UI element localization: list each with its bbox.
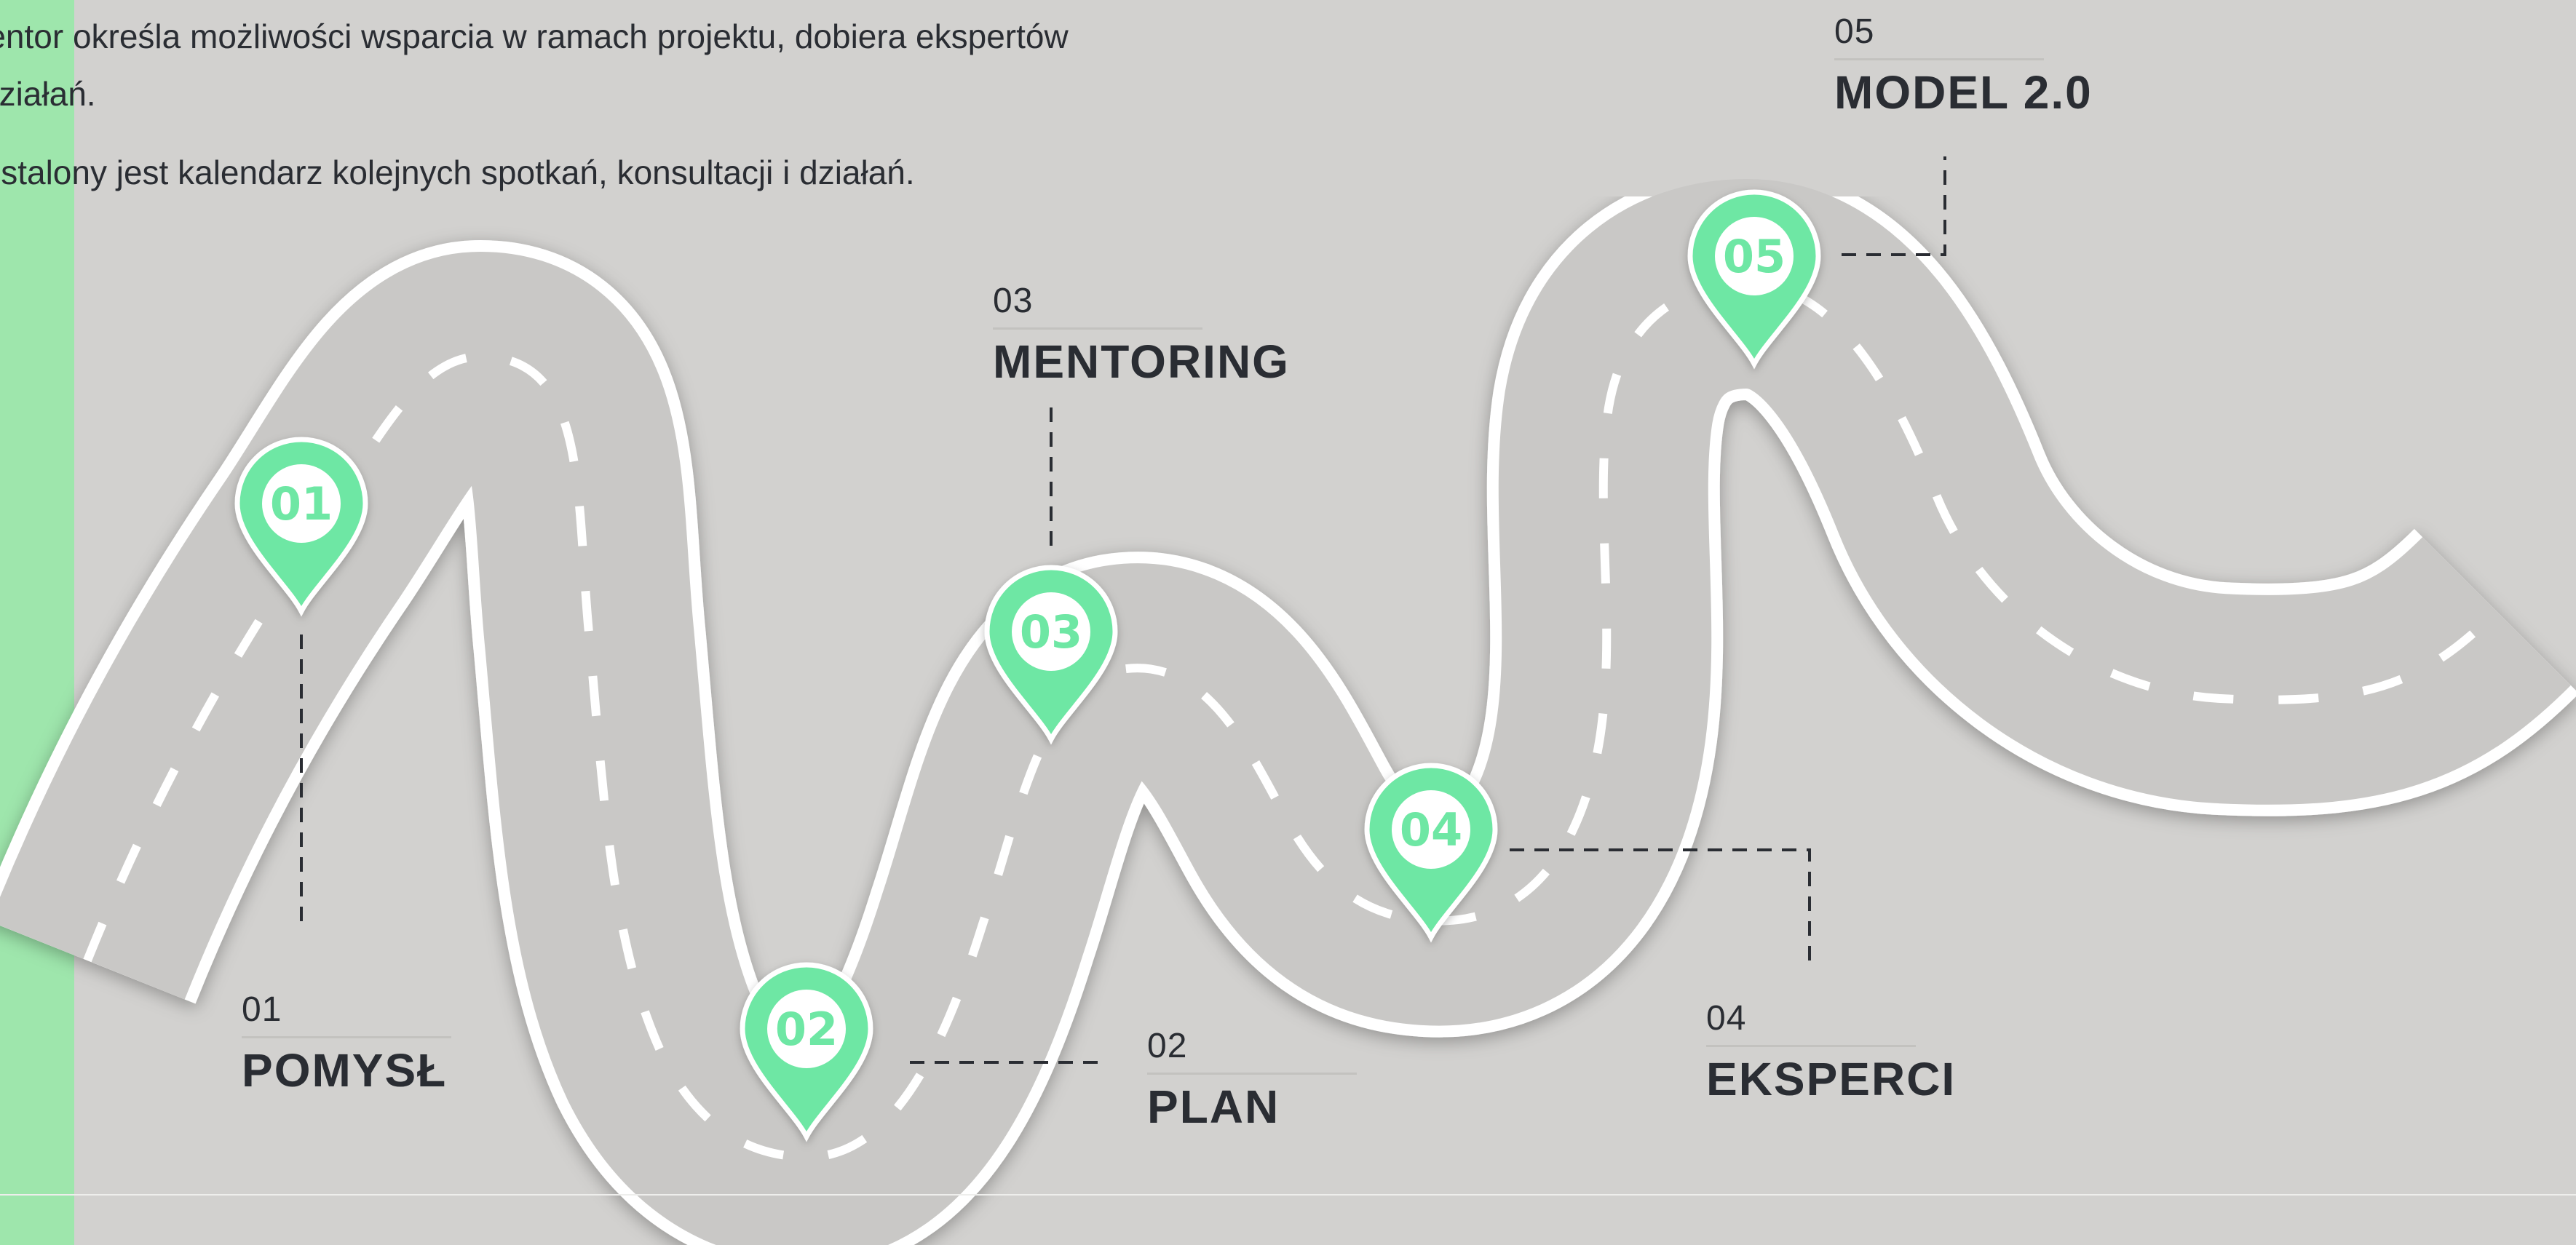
step-label-02: 02 PLAN: [1147, 1027, 1357, 1133]
step-divider: [1147, 1073, 1357, 1075]
intro-text-line-3: Ustalony jest kalendarz kolejnych spotka…: [0, 154, 915, 191]
step-divider: [1706, 1045, 1916, 1047]
pin-04[interactable]: 04: [1364, 763, 1498, 943]
step-title: MENTORING: [993, 335, 1290, 388]
step-label-05: 05 MODEL 2.0: [1834, 13, 2093, 119]
step-label-03: 03 MENTORING: [993, 282, 1290, 388]
road-center-dashes: [83, 279, 2500, 1162]
pin-02-label: 02: [775, 1003, 838, 1056]
leader-line-04: [1510, 848, 1811, 960]
pin-05[interactable]: 05: [1687, 189, 1821, 370]
step-title: POMYSŁ: [242, 1044, 448, 1097]
pin-01-label: 01: [270, 477, 333, 530]
step-label-01: 01 POMYSŁ: [242, 991, 451, 1097]
step-number: 01: [242, 990, 282, 1029]
bottom-divider: [0, 1194, 2576, 1196]
pin-04-label: 04: [1400, 803, 1462, 856]
pin-03-label: 03: [1020, 605, 1082, 659]
intro-text-line-2: działań.: [0, 75, 96, 113]
step-title: EKSPERCI: [1706, 1053, 1957, 1105]
step-divider: [993, 327, 1202, 330]
step-divider: [1834, 58, 2044, 60]
pin-03[interactable]: 03: [984, 565, 1118, 745]
step-number: 04: [1706, 999, 1747, 1038]
leader-line-05: [1842, 156, 1946, 256]
pin-02[interactable]: 02: [740, 962, 873, 1142]
step-label-04: 04 EKSPERCI: [1706, 1000, 1956, 1105]
intro-text-line-1: Mentor określa możliwości wsparcia w ram…: [0, 17, 1069, 55]
pin-01[interactable]: 01: [234, 437, 368, 617]
step-number: 05: [1834, 12, 1875, 51]
leader-lines: [300, 156, 1946, 1064]
step-title: PLAN: [1147, 1081, 1280, 1133]
step-number: 02: [1147, 1027, 1188, 1065]
step-title: MODEL 2.0: [1834, 66, 2093, 119]
step-number: 03: [993, 282, 1034, 320]
left-accent-bar: [0, 0, 74, 1245]
pin-05-label: 05: [1723, 230, 1786, 283]
step-divider: [242, 1036, 451, 1038]
road: [0, 167, 2576, 1245]
